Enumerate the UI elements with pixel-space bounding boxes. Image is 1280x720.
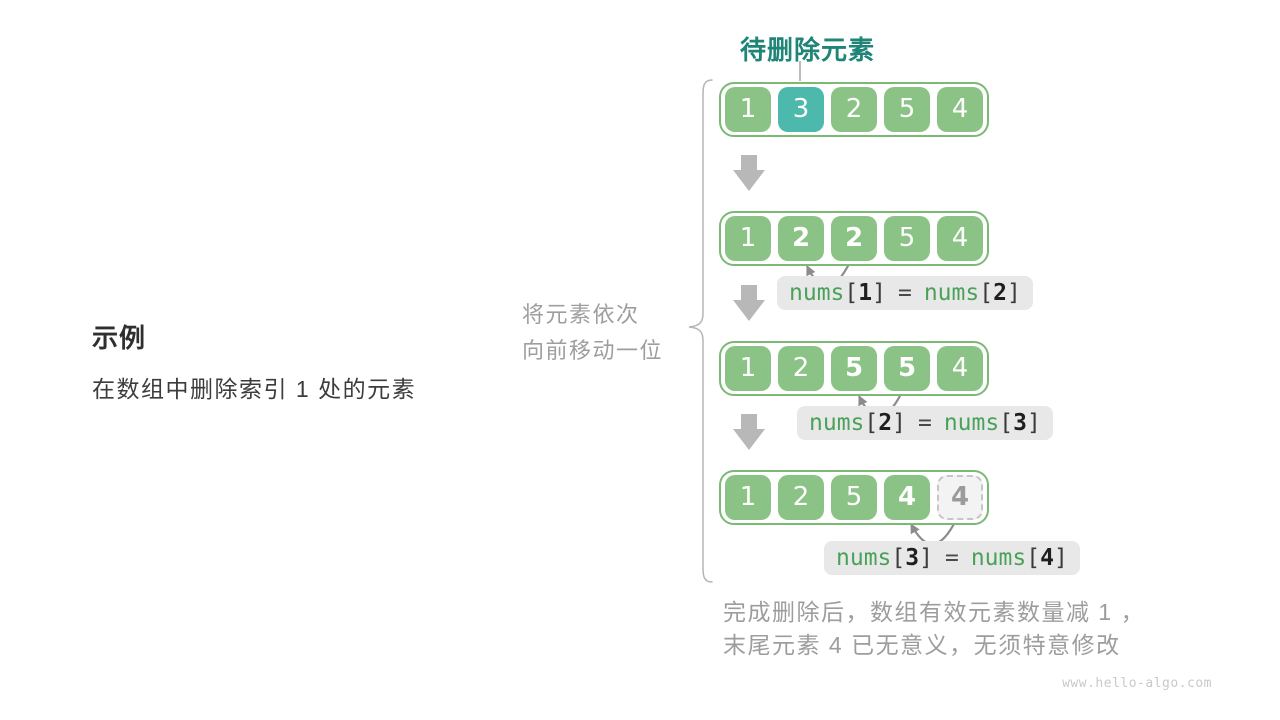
code-index: 2 (993, 280, 1007, 306)
code-bracket: [ (999, 410, 1014, 436)
code-index: 2 (878, 410, 893, 436)
code-index: 3 (1013, 410, 1027, 436)
array-row-3: 1 2 5 5 4 (719, 341, 989, 396)
array-cell: 2 (778, 216, 824, 261)
code-bracket: ] (1053, 545, 1068, 571)
result-note: 完成删除后，数组有效元素数量减 1 ， 末尾元素 4 已无意义，无须特意修改 (723, 596, 1145, 662)
code-index: 1 (858, 280, 873, 306)
array-cell: 2 (831, 87, 877, 132)
array-cell: 3 (778, 87, 824, 132)
result-note-line2: 末尾元素 4 已无意义，无须特意修改 (723, 632, 1121, 658)
array-cell: 4 (937, 475, 983, 520)
code-bracket: [ (844, 280, 859, 306)
shift-note-line2: 向前移动一位 (522, 338, 664, 363)
pending-delete-label: 待删除元素 (740, 35, 876, 65)
array-row-4: 1 2 5 4 4 (719, 470, 989, 525)
array-cell: 5 (831, 346, 877, 391)
code-equals: = (897, 280, 912, 306)
code-bracket: ] (1006, 280, 1021, 306)
code-bracket: [ (1026, 545, 1041, 571)
code-bracket: [ (891, 545, 906, 571)
code-index: 4 (1040, 545, 1054, 571)
watermark: www.hello-algo.com (1062, 676, 1212, 691)
array-cell: 2 (831, 216, 877, 261)
array-cell: 2 (778, 346, 824, 391)
code-bracket: ] (919, 545, 933, 571)
code-equals: = (944, 545, 959, 571)
assignment-label-2: nums[2]=nums[3] (797, 406, 1053, 440)
code-bracket: ] (892, 410, 906, 436)
result-note-line1: 完成删除后，数组有效元素数量减 1 ， (723, 599, 1146, 625)
code-identifier: nums (836, 545, 892, 571)
example-block: 示例 在数组中删除索引 1 处的元素 (92, 318, 416, 404)
code-index: 3 (905, 545, 920, 571)
array-cell: 4 (937, 87, 983, 132)
code-bracket: [ (864, 410, 879, 436)
array-cell: 1 (725, 346, 771, 391)
down-arrow-icon-2 (733, 285, 765, 321)
assignment-label-1: nums[1]=nums[2] (777, 276, 1033, 310)
array-cell: 4 (884, 475, 930, 520)
array-cell: 4 (937, 216, 983, 261)
code-identifier: nums (943, 410, 1000, 436)
array-cell: 4 (937, 346, 983, 391)
code-identifier: nums (923, 280, 980, 306)
code-identifier: nums (809, 410, 865, 436)
array-row-1: 1 3 2 5 4 (719, 82, 989, 137)
shift-note-line1: 将元素依次 (522, 302, 640, 327)
code-bracket: [ (979, 280, 994, 306)
array-cell: 1 (725, 216, 771, 261)
code-identifier: nums (970, 545, 1027, 571)
array-cell: 5 (884, 346, 930, 391)
code-bracket: ] (872, 280, 886, 306)
array-cell: 1 (725, 87, 771, 132)
group-brace (688, 79, 713, 583)
example-description: 在数组中删除索引 1 处的元素 (92, 376, 417, 402)
code-bracket: ] (1026, 410, 1041, 436)
array-cell: 1 (725, 475, 771, 520)
assignment-label-3: nums[3]=nums[4] (824, 541, 1080, 575)
array-cell: 2 (778, 475, 824, 520)
down-arrow-icon-1 (733, 155, 765, 191)
code-equals: = (917, 410, 932, 436)
example-heading: 示例 (92, 323, 147, 353)
shift-note: 将元素依次 向前移动一位 (522, 297, 663, 369)
array-cell: 5 (884, 216, 930, 261)
array-cell: 5 (831, 475, 877, 520)
down-arrow-icon-3 (733, 414, 765, 450)
code-identifier: nums (789, 280, 845, 306)
array-row-2: 1 2 2 5 4 (719, 211, 989, 266)
array-cell: 5 (884, 87, 930, 132)
